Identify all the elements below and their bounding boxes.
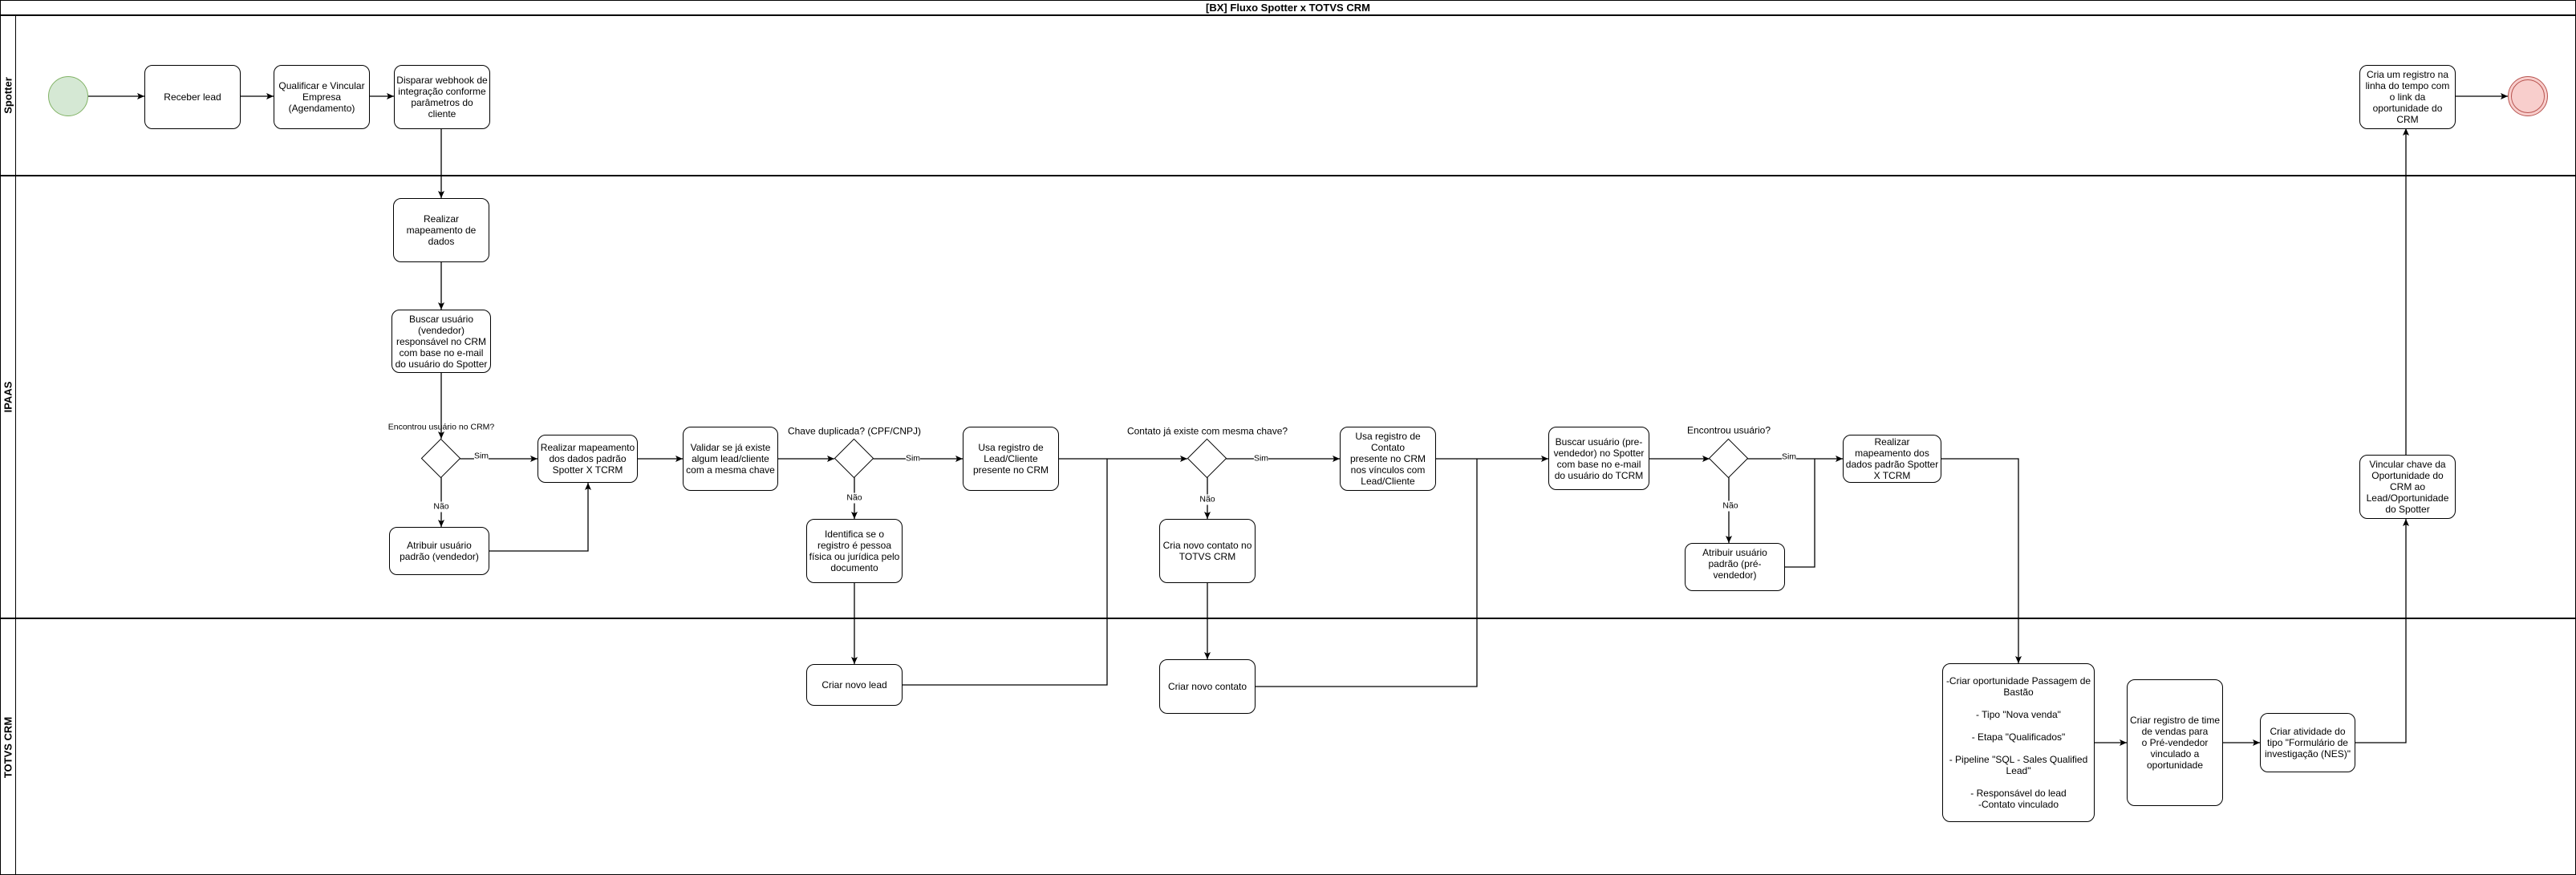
task-receber-lead[interactable]: Receber lead	[144, 65, 241, 129]
task-buscar-prevendedor[interactable]: Buscar usuário (pre-vendedor) no Spotter…	[1548, 427, 1649, 490]
gateway-label-chave-duplicada: Chave duplicada? (CPF/CNPJ)	[787, 425, 922, 437]
lane-ipaas: IPAAS	[0, 176, 2576, 619]
edge-label-sim: Sim	[1781, 452, 1797, 463]
task-criar-lead[interactable]: Criar novo lead	[806, 664, 903, 706]
task-criar-contato[interactable]: Criar novo contato	[1159, 659, 1256, 714]
edge-label-nao: Não	[1722, 500, 1738, 512]
task-criar-time-vendas[interactable]: Criar registro de time de vendas para o …	[2127, 679, 2223, 806]
edge	[1256, 459, 1478, 687]
task-cria-registro-timeline[interactable]: Cria um registro na linha do tempo com o…	[2359, 65, 2456, 129]
task-mapeamento-padrao-2[interactable]: Realizar mapeamento dos dados padrão Spo…	[1843, 435, 1941, 483]
edge	[2355, 519, 2409, 743]
task-usa-contato[interactable]: Usa registro de Contato presente no CRM …	[1340, 427, 1436, 491]
task-buscar-vendedor[interactable]: Buscar usuário (vendedor) responsável no…	[391, 310, 491, 373]
edge-label-nao: Não	[1199, 494, 1215, 505]
task-cria-contato-totvs[interactable]: Cria novo contato no TOTVS CRM	[1159, 519, 1256, 583]
edge	[1941, 458, 2022, 663]
edge	[489, 483, 591, 552]
edge-label-nao: Não	[433, 501, 449, 512]
task-disparar-webhook[interactable]: Disparar webhook de integração conforme …	[394, 65, 490, 129]
lane-totvs-crm: TOTVS CRM	[0, 619, 2576, 875]
task-validar-chave[interactable]: Validar se já existe algum lead/cliente …	[683, 427, 778, 491]
edge-label-sim: Sim	[905, 453, 921, 464]
edge-label-sim: Sim	[1253, 453, 1269, 464]
end-event	[2508, 76, 2548, 116]
task-atribuir-vendedor[interactable]: Atribuir usuário padrão (vendedor)	[389, 527, 489, 575]
gateway-label-encontrou-usuario: Encontrou usuário?	[1686, 424, 1771, 436]
start-event	[48, 76, 88, 116]
gateway-label-encontrou-crm: Encontrou usuário no CRM?	[387, 422, 495, 432]
diagram-title: [BX] Fluxo Spotter x TOTVS CRM	[0, 0, 2576, 16]
task-criar-oportunidade[interactable]: -Criar oportunidade Passagem de Bastão -…	[1942, 663, 2095, 822]
task-mapeamento-padrao-1[interactable]: Realizar mapeamento dos dados padrão Spo…	[538, 435, 638, 483]
lane-spotter: Spotter	[0, 16, 2576, 176]
task-usa-lead-cliente[interactable]: Usa registro de Lead/Cliente presente no…	[963, 427, 1059, 491]
task-vincular-chave[interactable]: Vincular chave da Oportunidade do CRM ao…	[2359, 455, 2456, 519]
task-mapeamento-dados[interactable]: Realizar mapeamento de dados	[393, 198, 489, 262]
gateway-label-contato-existe: Contato já existe com mesma chave?	[1126, 425, 1288, 437]
task-qualificar-empresa[interactable]: Qualificar e Vincular Empresa (Agendamen…	[274, 65, 370, 129]
edge-label-sim: Sim	[473, 451, 489, 462]
edge	[1785, 459, 1815, 568]
edge	[903, 459, 1108, 686]
task-identifica-pessoa[interactable]: Identifica se o registro é pessoa física…	[806, 519, 903, 583]
task-criar-atividade[interactable]: Criar atividade do tipo "Formulário de i…	[2260, 713, 2355, 772]
task-atribuir-prevendedor[interactable]: Atribuir usuário padrão (pré-vendedor)	[1685, 543, 1785, 591]
edge-label-nao: Não	[846, 492, 862, 504]
